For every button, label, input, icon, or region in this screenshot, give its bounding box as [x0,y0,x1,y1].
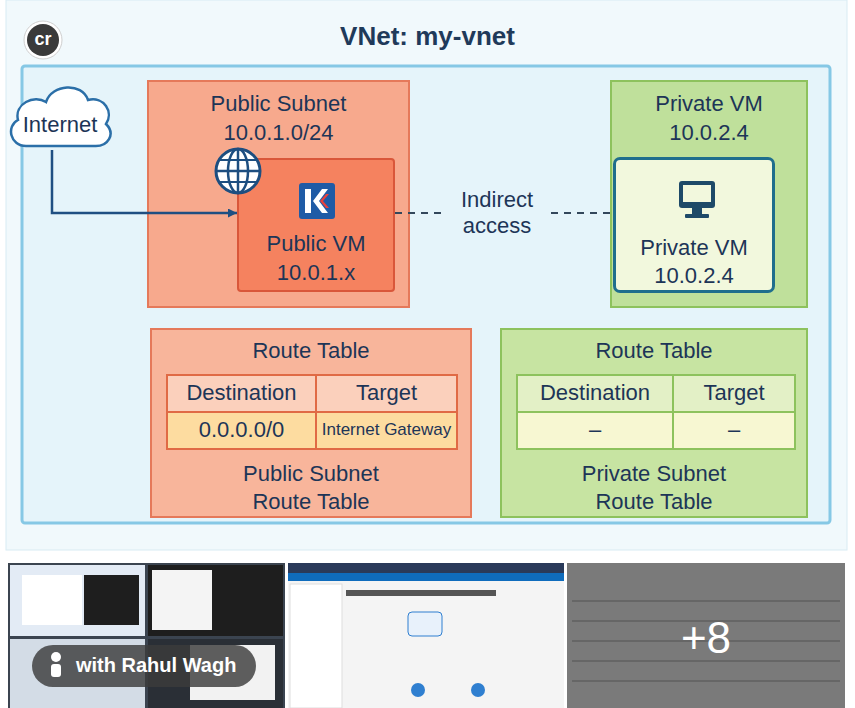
node-heading: – [518,417,672,443]
panel-ground [6,0,847,550]
thumb-bar [288,573,564,581]
thumbnail-one [8,563,285,708]
logo-square [299,183,335,219]
node-heading: Internet [6,111,114,139]
table-cell: – [516,411,674,450]
cloud-node: Internet [6,80,114,150]
thumbnail-three [567,563,845,708]
node-heading: Private VM [612,90,806,118]
thumb-frame [288,563,564,708]
node-text: 10.0.2.4 [616,262,772,290]
name-pill [32,645,256,687]
thumb-terminal [84,575,139,625]
table-cell: – [672,411,796,450]
node-heading: Route Table [152,337,470,365]
node-heading: Target [317,380,456,406]
globe-line [216,170,260,173]
table-cell: Internet Gateway [315,411,458,450]
kk-logo [299,183,335,219]
monitor-screen [679,181,715,208]
connector [52,150,237,213]
edge-label: Indirect access [445,185,549,241]
globe-line [220,159,256,161]
subnet-box: Public VM10.0.1.x [237,158,395,292]
node-heading: Public Subnet [149,90,408,118]
table-cell: Destination [166,374,317,413]
more-count: +8 [652,612,760,664]
logo-mark [320,194,329,208]
monitor-glass [683,185,711,202]
thumb-frame [567,563,845,708]
thumb-card [22,575,82,625]
thumb-icon [408,612,442,636]
thumb-bar [288,563,564,573]
thumb-window [152,570,212,630]
node-heading: Destination [518,380,672,406]
node-heading: Public VM [239,230,393,258]
node-heading: – [674,417,794,443]
globe-icon [216,149,260,193]
thumb-frame [8,563,285,708]
person-icon [51,652,61,662]
node-heading: Route Table [502,337,806,365]
table-cell: 0.0.0.0/0 [166,411,317,450]
node-heading: Private VM [616,234,772,262]
logo-mark [313,189,328,213]
node-text: 10.0.1.0/24 [149,119,408,147]
globe-outline [216,149,260,193]
thumb-overlay [567,563,845,708]
node-heading: Destination [168,380,315,406]
monitor-base [685,214,709,218]
thumb-icon [471,683,485,697]
logo-mark [305,189,311,213]
person-icon [51,664,61,677]
author-text: with Rahul Wagh [76,652,236,678]
thumb-screen [10,565,145,636]
logo-ring [24,21,62,59]
vnet-boundary [22,66,830,523]
subnet-box: Private VM10.0.2.4 [613,157,775,293]
subnet-box: Route TablePrivate Subnet Route Table Des… [500,328,808,518]
table-cell: Destination [516,374,674,413]
node-heading: Internet Gateway [317,420,456,440]
thumb-sidebar [290,584,342,708]
node-text: Private Subnet Route Table [564,460,744,516]
logo-text: cr [24,28,62,50]
table-cell: Target [315,374,458,413]
monitor-icon [679,181,715,218]
node-heading: 0.0.0.0/0 [168,417,315,443]
subnet-box: Route TablePublic Subnet Route Table Dest… [150,328,472,518]
thumb-heading [346,590,496,596]
thumb-icon [411,683,425,697]
node-text: Public Subnet Route Table [221,460,401,516]
node-text: 10.0.1.x [239,259,393,287]
globe-line [220,181,256,183]
thumb-screen [148,565,283,636]
subnet-box: Public Subnet10.0.1.0/24Public VM10.0.1.… [147,80,410,308]
node-text: 10.0.2.4 [612,119,806,147]
node-heading: Target [674,380,794,406]
monitor-stand [692,208,702,214]
thumbnail-two [288,563,564,708]
table-cell: Target [672,374,796,413]
diagram-title: VNet: my-vnet [0,20,855,52]
